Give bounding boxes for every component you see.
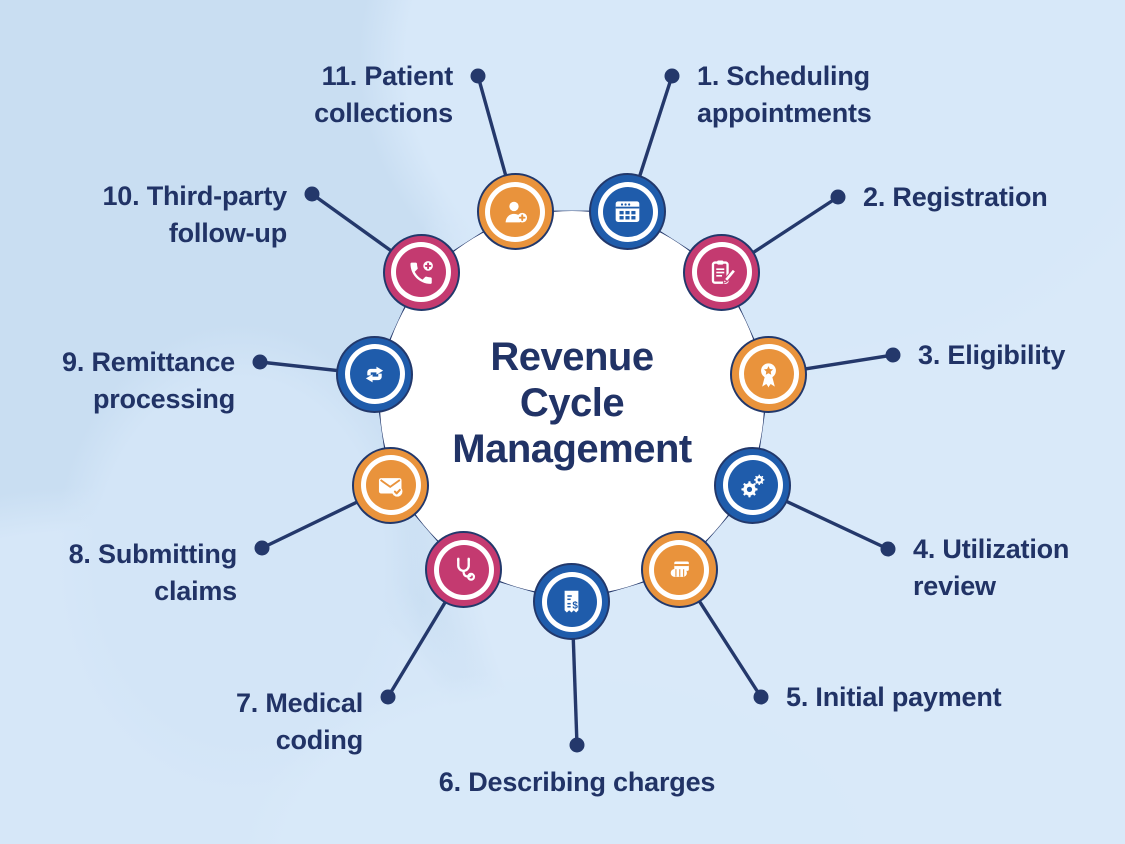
node-scheduling-appointments <box>589 173 667 251</box>
label-line: 1. Scheduling <box>697 60 870 91</box>
sync-arrows-icon <box>365 366 384 383</box>
label-line: 8. Submitting <box>68 539 238 569</box>
node-utilization-review <box>714 446 791 524</box>
title-line: Cycle <box>519 381 625 425</box>
node-disc <box>438 544 489 595</box>
label-dot <box>304 186 320 202</box>
award-ribbon-icon <box>761 363 776 388</box>
label-line: processing <box>92 383 235 414</box>
receipt-dollar-icon: $ <box>564 590 579 613</box>
title-line: Revenue <box>490 335 654 379</box>
label-dot <box>880 541 896 557</box>
label-dot <box>254 540 270 556</box>
node-disc <box>743 349 794 400</box>
node-describing-charges: $ <box>533 563 610 640</box>
calendar-icon <box>615 201 640 223</box>
label-dot <box>753 689 769 705</box>
label-describing-charges: 6. Describing charges <box>438 764 716 801</box>
diagram-title: Revenue Cycle Management <box>452 334 692 472</box>
label-line: coding <box>275 725 363 755</box>
label-dot <box>252 354 268 370</box>
node-disc <box>696 247 747 298</box>
label-patient-collections: 11. Patient collections <box>314 58 453 132</box>
person-plus-icon <box>505 201 527 223</box>
label-line: 5. Initial payment <box>786 681 1002 712</box>
label-dot <box>569 737 585 753</box>
svg-text:$: $ <box>572 600 578 611</box>
node-disc <box>727 460 778 511</box>
node-eligibility <box>730 335 807 413</box>
node-registration <box>683 233 761 311</box>
label-line: 9. Remittance <box>62 346 235 377</box>
node-disc <box>490 186 541 237</box>
label-third-party-follow-up: 10. Third-party follow-up <box>102 178 287 252</box>
clipboard-pencil-icon <box>712 260 737 284</box>
label-initial-payment: 5. Initial payment <box>786 679 1002 716</box>
label-dot <box>664 68 680 84</box>
label-line: 11. Patient <box>321 60 454 91</box>
node-disc <box>349 349 400 400</box>
label-submitting-claims: 8. Submitting claims <box>68 536 238 610</box>
label-dot <box>470 68 486 84</box>
payment-hand-icon <box>670 561 689 578</box>
label-line: appointments <box>697 97 872 128</box>
node-submitting-claims <box>352 446 429 524</box>
phone-plus-icon <box>410 260 433 284</box>
gears-icon <box>741 474 765 498</box>
node-medical-coding <box>425 531 503 609</box>
stethoscope-icon <box>457 558 476 582</box>
label-line: claims <box>154 576 237 606</box>
label-line: 7. Medical <box>235 688 363 718</box>
envelope-check-icon <box>378 477 403 497</box>
label-utilization-review: 4. Utilization review <box>913 531 1069 605</box>
label-remittance-processing: 9. Remittance processing <box>62 344 235 418</box>
node-disc <box>654 544 705 595</box>
label-line: 6. Describing charges <box>438 767 716 797</box>
label-line: follow-up <box>168 218 287 248</box>
node-initial-payment <box>640 531 718 609</box>
label-eligibility: 3. Eligibility <box>918 337 1065 374</box>
label-dot <box>885 347 901 363</box>
label-dot <box>380 689 396 705</box>
node-disc: $ <box>546 576 597 627</box>
label-dot <box>830 189 846 205</box>
node-disc <box>602 186 653 237</box>
node-remittance-processing <box>336 335 413 413</box>
label-line: 4. Utilization <box>913 533 1070 564</box>
label-line: review <box>913 570 996 601</box>
label-line: collections <box>314 97 453 128</box>
label-line: 3. Eligibility <box>918 339 1066 370</box>
label-medical-coding: 7. Medical coding <box>236 685 363 759</box>
node-patient-collections <box>476 173 554 251</box>
label-line: 2. Registration <box>863 181 1048 212</box>
title-line: Management <box>452 427 692 471</box>
node-disc <box>396 247 447 298</box>
label-line: 10. Third-party <box>102 181 287 211</box>
label-scheduling-appointments: 1. Scheduling appointments <box>697 58 872 132</box>
node-third-party-follow-up <box>382 233 460 311</box>
node-disc <box>365 460 416 511</box>
label-registration: 2. Registration <box>863 179 1048 216</box>
